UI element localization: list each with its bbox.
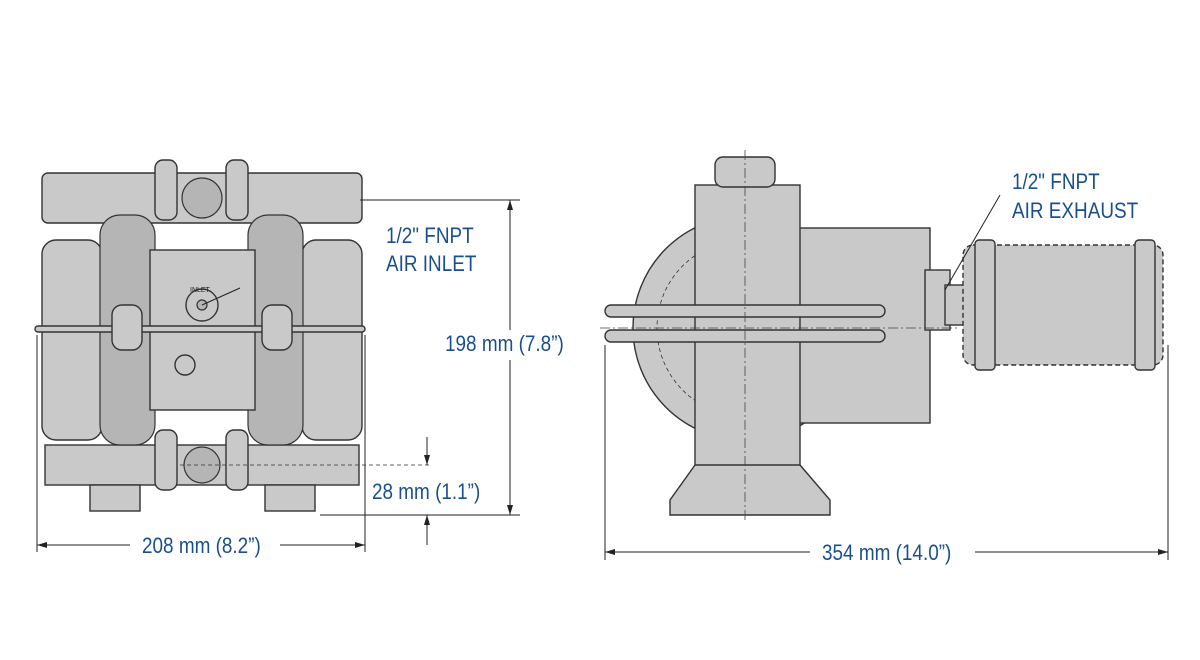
side-view xyxy=(600,150,1164,520)
front-dimensions xyxy=(36,199,520,552)
air-exhaust-size-label: 1/2" FNPT xyxy=(1012,169,1100,194)
side-dimensions xyxy=(604,194,1169,560)
air-exhaust-label: AIR EXHAUST xyxy=(1012,198,1139,223)
length-dimension-label: 354 mm (14.0”) xyxy=(822,540,952,565)
front-view: INLET xyxy=(34,159,430,512)
inlet-tag: INLET xyxy=(190,287,211,294)
air-inlet-label: AIR INLET xyxy=(386,251,477,276)
leader-air-inlet xyxy=(201,287,241,306)
leader-air-exhaust xyxy=(944,194,1001,291)
inlet-height-dimension-label: 28 mm (1.1”) xyxy=(372,479,481,504)
height-dimension-label: 198 mm (7.8”) xyxy=(445,331,564,356)
width-dimension-label: 208 mm (8.2”) xyxy=(142,533,261,558)
air-inlet-size-label: 1/2" FNPT xyxy=(386,223,474,248)
